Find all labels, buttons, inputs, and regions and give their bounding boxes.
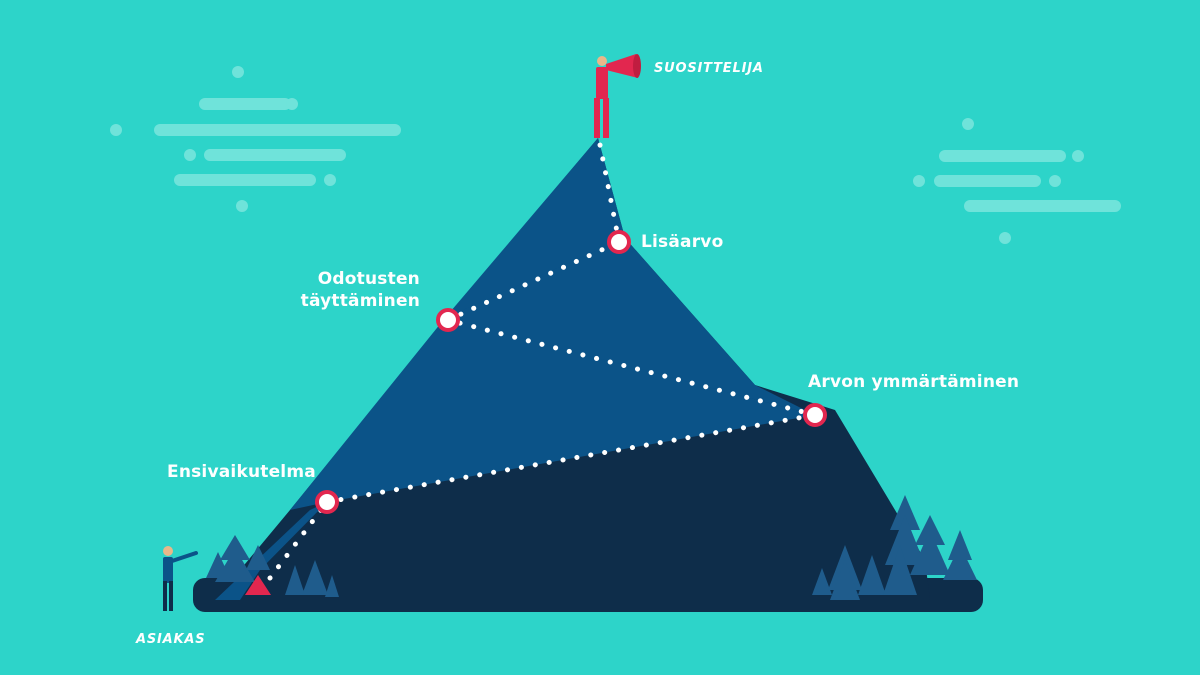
milestone-odotusten-tayttaminen	[436, 308, 460, 332]
role-label-suosittelija: SUOSITTELIJA	[654, 61, 764, 76]
stage-label-line-1: Odotusten	[317, 269, 420, 289]
milestone-lisaarvo	[607, 230, 631, 254]
mountain-path-band-lower	[290, 318, 815, 510]
dotted-journey-path	[267, 142, 818, 581]
cloud-left	[110, 66, 401, 212]
role-label-asiakas: ASIAKAS	[136, 632, 206, 647]
mountain-path-band-middle	[445, 238, 815, 415]
megaphone-person-icon	[594, 54, 641, 138]
stage-label-lisaarvo: Lisäarvo	[641, 232, 724, 252]
milestone-arvon-ymmartaminen	[803, 403, 827, 427]
trees-left	[206, 535, 339, 597]
cloud-right	[913, 118, 1121, 244]
stage-label-arvon-ymmartaminen: Arvon ymmärtäminen	[808, 372, 1020, 392]
stage-label-ensivaikutelma: Ensivaikutelma	[167, 462, 316, 482]
stage-label-odotusten-tayttaminen: Odotusten täyttäminen	[300, 268, 420, 312]
milestone-ensivaikutelma	[315, 490, 339, 514]
stage-label-line-2: täyttäminen	[300, 291, 420, 311]
tent-icon	[245, 575, 271, 595]
trees-right	[812, 495, 977, 600]
pointing-person-icon	[163, 546, 198, 611]
mountain-path-band-upper	[445, 138, 625, 320]
